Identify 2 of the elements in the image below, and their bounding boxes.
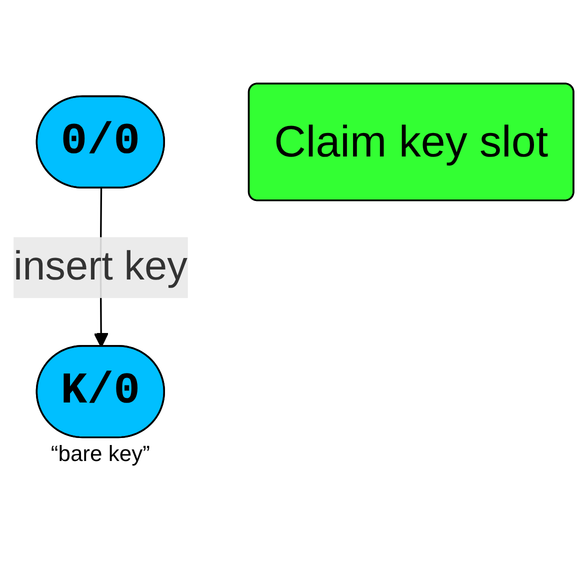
node-caption: “bare key” [50, 440, 150, 467]
edge-label: insert key [14, 243, 188, 290]
